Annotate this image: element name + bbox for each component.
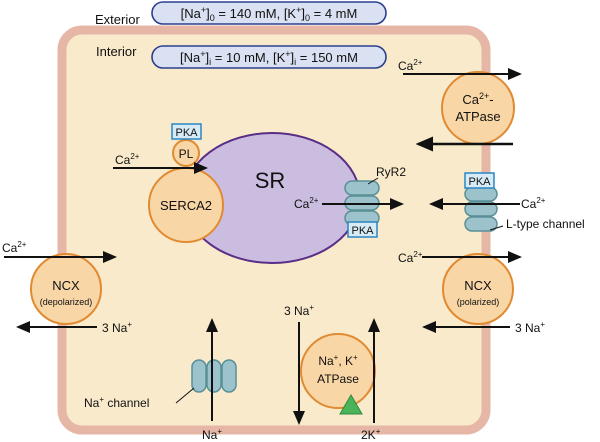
pka-box-pl — [171, 123, 202, 140]
pka-label-l-type: PKA — [468, 176, 491, 188]
plasma-membrane-ca-atpase — [441, 71, 515, 145]
ca-uptake-label: Ca2+ — [115, 152, 140, 167]
na-k-k-label: 2K+ — [361, 427, 381, 442]
sodium-channel — [191, 359, 237, 393]
ncx-left-na-label: 3 Na+ — [102, 320, 132, 335]
pka-box-l-type — [464, 172, 495, 189]
na-channel-label: Na+ channel — [84, 395, 149, 410]
na-channel-ion-label: Na+ — [202, 427, 222, 442]
ncx-polarized-label: NCX — [464, 278, 492, 293]
pl-label: PL — [179, 147, 194, 161]
sr-label: SR — [255, 168, 286, 193]
l-type-calcium-channel — [464, 186, 498, 232]
l-type-label: L-type channel — [506, 217, 585, 231]
pmca-ca-label: Ca2+ — [398, 58, 423, 73]
l-type-ca-label: Ca2+ — [521, 196, 546, 211]
serca2-label: SERCA2 — [160, 198, 212, 213]
ncx-right-ca-label: Ca2+ — [398, 250, 423, 265]
pka-box-ryr2 — [347, 221, 378, 238]
exterior-label: Exterior — [95, 12, 140, 27]
na-k-na-label: 3 Na+ — [284, 303, 314, 318]
ncx-depolarized-label: NCX — [52, 278, 80, 293]
ncx-polarized — [442, 253, 514, 325]
ryr2-label-leader — [367, 177, 379, 185]
pka-label-ryr2: PKA — [351, 225, 374, 237]
ca-release-label: Ca2+ — [294, 196, 319, 211]
pka-label-pl: PKA — [175, 127, 198, 139]
na-k-atpase-label-top: Na+, K+ — [318, 353, 358, 368]
l-type-label-leader — [489, 225, 504, 231]
interior-concentration-text: [Na+]i = 10 mM, [K+]i = 150 mM — [180, 49, 358, 67]
na-k-atpase-label-bottom: ATPase — [317, 372, 359, 386]
exterior-concentration-pill — [151, 1, 387, 25]
interior-concentration-pill — [151, 45, 387, 69]
exterior-concentration-text: [Na+]0 = 140 mM, [K+]0 = 4 mM — [181, 5, 358, 23]
ryr2-label: RyR2 — [376, 165, 406, 179]
ncx-depolarized — [30, 253, 102, 325]
ncx-left-ca-label: Ca2+ — [2, 240, 27, 255]
interior-label: Interior — [96, 44, 137, 59]
na-channel-leader — [175, 387, 195, 404]
ncx-right-na-label: 3 Na+ — [515, 320, 545, 335]
na-k-atpase — [300, 333, 376, 409]
phospholamban — [172, 139, 200, 167]
ca-atpase-label-bottom: ATPase — [455, 109, 500, 124]
ncx-depolarized-state: (depolarized) — [40, 297, 93, 307]
ncx-polarized-state: (polarized) — [457, 297, 500, 307]
ca-atpase-label-top: Ca2+- — [462, 91, 493, 107]
atp-triangle — [339, 394, 363, 415]
